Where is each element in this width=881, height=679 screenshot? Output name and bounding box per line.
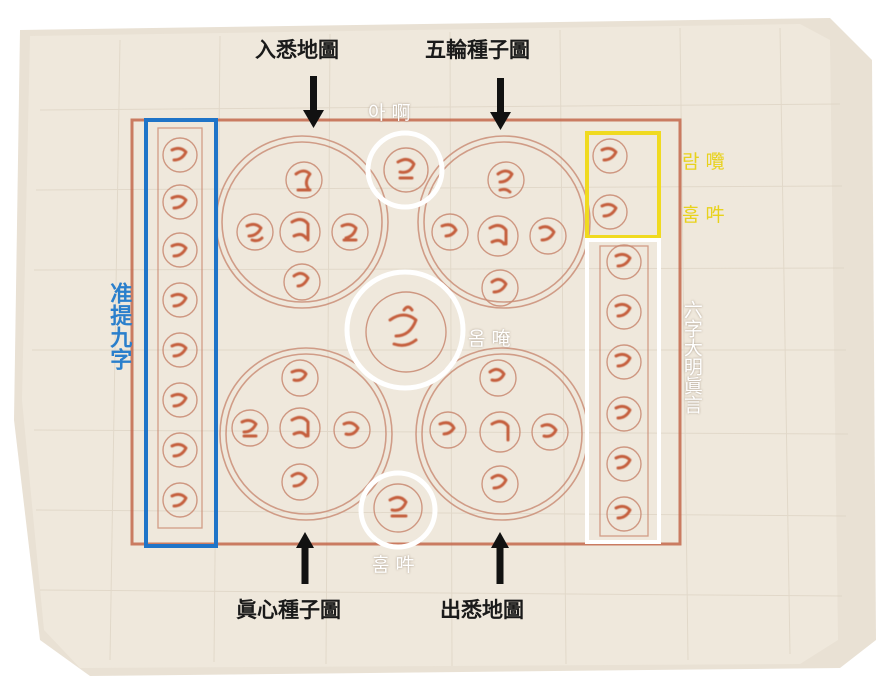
left-annotation-box: [144, 118, 218, 548]
yellow-annotation-box: [585, 131, 661, 239]
white-highlight-circles: [344, 130, 466, 550]
label-top-left: 入悉地圖: [255, 38, 339, 62]
arrow-down-icon: [303, 76, 324, 128]
label-top-right: 五輪種子圖: [425, 38, 530, 62]
label-yellow-bottom: 훔 吽: [682, 204, 725, 226]
siddham-glyphs: [170, 146, 632, 520]
paper-sheet: [14, 18, 876, 676]
label-left-column-text: 准提九字: [106, 282, 132, 370]
white-annotation-box: [585, 238, 661, 544]
arrow-icons: [296, 76, 511, 584]
label-bottom-center-syllable: 훔 吽: [372, 554, 415, 576]
label-yellow-top: 람 囕: [682, 151, 725, 173]
label-top-center-syllable: 아 啊: [368, 102, 411, 124]
label-right-column: 六字大明眞言: [680, 300, 706, 414]
mandala-circles: [215, 135, 591, 521]
seed-circles: [162, 137, 642, 533]
label-bottom-left: 眞心種子圖: [236, 598, 341, 622]
label-right-column-text: 六字大明眞言: [680, 300, 703, 414]
column-strips: [157, 127, 649, 537]
label-left-column: 准提九字: [106, 282, 136, 370]
arrow-up-icon: [491, 532, 509, 584]
arrow-down-icon: [490, 78, 511, 130]
label-center-syllable: 옴 唵: [468, 328, 511, 350]
arrow-up-icon: [296, 532, 314, 584]
label-bottom-right: 出悉地圖: [440, 598, 524, 622]
